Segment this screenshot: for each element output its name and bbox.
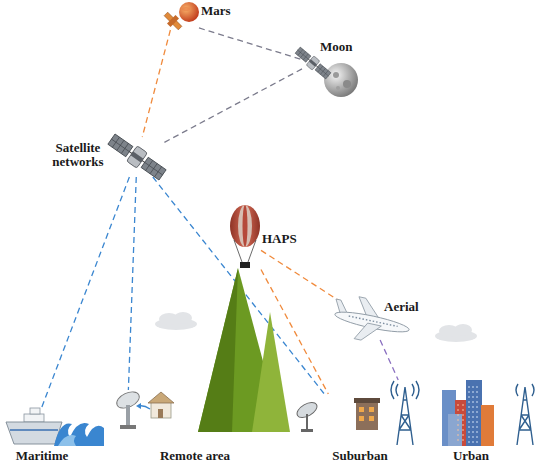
link-arrow [136,403,150,409]
dashed-line [128,177,136,390]
balloon-icon [230,205,260,268]
dashed-line [142,30,170,137]
urban-node: Urban [390,380,540,446]
node-label: Satellite networks [46,141,110,169]
remote-area-node: Remote area [114,390,174,432]
dashed-link [261,250,341,302]
node-label: Moon [320,40,370,54]
relay-satellite [162,10,185,33]
satellite-icon [106,131,168,182]
node-label: HAPS [262,232,312,246]
cell-tower [391,381,419,445]
dashed-link [199,28,302,60]
node-label: Maritime [0,449,84,463]
house-icon [148,392,174,418]
node-label: Suburban [318,449,402,463]
maritime-node: Maritime [6,408,62,446]
node-label: Aerial [384,300,444,314]
waves [54,423,104,446]
aerial-node: Aerial [337,302,409,340]
dashed-link [41,177,129,408]
antenna-icon [114,389,142,429]
suburban-node: Suburban [294,394,380,434]
dashed-link [128,177,136,390]
node-label: Remote area [140,449,250,463]
cloud [435,324,477,342]
mars-planet [179,2,199,22]
house-building [354,398,380,430]
moon-node: Moon [302,55,359,98]
cloud [155,312,197,330]
mountain [198,268,290,432]
dashed-line [261,250,341,302]
cell-tower [516,384,534,445]
city-buildings [442,380,494,446]
dashed-link [380,340,398,380]
satellite-node: Satellite networks [112,137,162,177]
node-label: Mars [201,4,251,18]
dashed-line [162,69,302,144]
dashed-link [162,69,302,144]
ship-icon [6,408,62,444]
dashed-line [380,340,398,380]
dish-icon [294,399,319,432]
node-label: Urban [436,449,506,463]
dashed-link [142,30,170,137]
dashed-line [41,177,129,408]
dashed-line [199,28,302,60]
haps-node: HAPS [229,203,261,271]
moon-body [324,63,358,97]
planet-node: Mars [163,2,199,30]
